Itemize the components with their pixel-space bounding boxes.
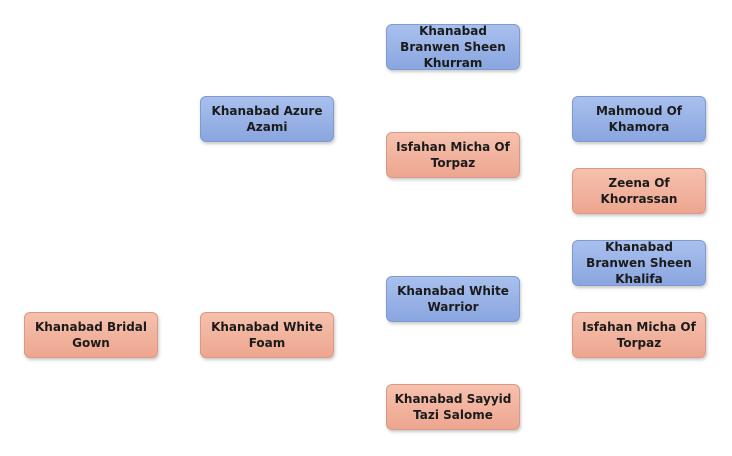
dog-node-dam[interactable]: Khanabad White Foam: [200, 312, 334, 358]
dog-name: Khanabad Bridal Gown: [34, 320, 147, 350]
dog-name: Isfahan Micha Of Torpaz: [582, 320, 696, 350]
dog-node-dam-sire[interactable]: Khanabad White Warrior: [386, 276, 520, 322]
dog-node-sire-dam-dam[interactable]: Zeena Of Khorrassan: [572, 168, 706, 214]
dog-node-sire-dam[interactable]: Isfahan Micha Of Torpaz: [386, 132, 520, 178]
dog-name: Zeena Of Khorrassan: [600, 176, 678, 206]
dog-name: Khanabad Branwen Sheen Khurram: [400, 24, 506, 70]
dog-name: Isfahan Micha Of Torpaz: [396, 140, 510, 170]
dog-node-dam-sire-dam[interactable]: Isfahan Micha Of Torpaz: [572, 312, 706, 358]
dog-name: Khanabad Azure Azami: [211, 104, 323, 134]
dog-node-root[interactable]: Khanabad Bridal Gown: [24, 312, 158, 358]
dog-name: Khanabad White Warrior: [397, 284, 509, 314]
dog-node-dam-sire-sire[interactable]: Khanabad Branwen Sheen Khalifa: [572, 240, 706, 286]
dog-name: Khanabad White Foam: [211, 320, 323, 350]
dog-name: Mahmoud Of Khamora: [595, 104, 683, 134]
dog-name: Khanabad Sayyid Tazi Salome: [394, 392, 512, 422]
dog-name: Khanabad Branwen Sheen Khalifa: [586, 240, 692, 286]
dog-node-sire[interactable]: Khanabad Azure Azami: [200, 96, 334, 142]
dog-node-dam-dam[interactable]: Khanabad Sayyid Tazi Salome: [386, 384, 520, 430]
dog-node-sire-sire[interactable]: Khanabad Branwen Sheen Khurram: [386, 24, 520, 70]
dog-node-sire-dam-sire[interactable]: Mahmoud Of Khamora: [572, 96, 706, 142]
